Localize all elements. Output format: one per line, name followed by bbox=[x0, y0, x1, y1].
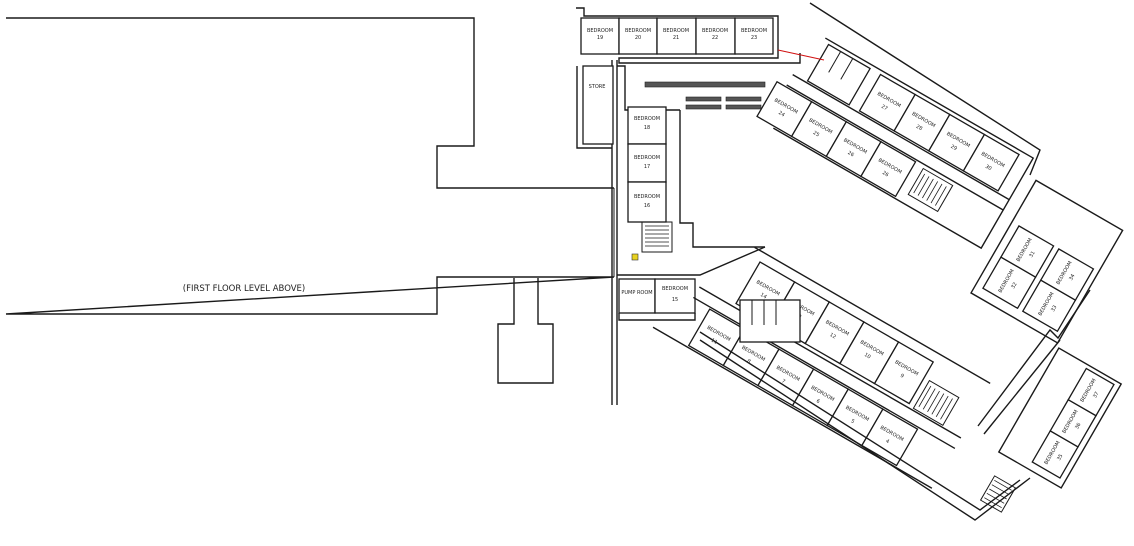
bedroom-15-number: 15 bbox=[672, 297, 678, 303]
red-line bbox=[777, 49, 825, 61]
bedroom-15-label: BEDROOM bbox=[662, 286, 688, 292]
bedroom-25-number: 25 bbox=[812, 130, 821, 138]
west-bedrooms: BEDROOM 18 BEDROOM 17 BEDROOM 16 bbox=[627, 106, 667, 223]
bedroom-9-number: 9 bbox=[899, 373, 905, 380]
bedroom-14-number: 14 bbox=[759, 292, 768, 300]
bedroom-29-number: 29 bbox=[949, 144, 958, 152]
bedroom-19-number: 19 bbox=[597, 35, 603, 41]
bedroom-26b-number: 26 bbox=[881, 170, 890, 178]
se-wing: BEDROOM 35 BEDROOM 36 BEDROOM 37 bbox=[997, 347, 1123, 489]
se-stair bbox=[979, 475, 1017, 513]
bedroom-17-label: BEDROOM bbox=[634, 155, 660, 161]
ne-wing: BEDROOM 27 BEDROOM 28 BEDROOM 29 BEDROOM… bbox=[756, 37, 1035, 250]
toilet-block bbox=[739, 299, 801, 343]
e-wing: BEDROOM 14 BEDROOM 13 BEDROOM 12 BEDROOM… bbox=[652, 246, 991, 489]
bedroom-5-number: 5 bbox=[850, 418, 856, 425]
bedroom-17-number: 17 bbox=[644, 164, 650, 170]
pump-room-label: PUMP ROOM bbox=[621, 290, 652, 296]
store-label: STORE bbox=[589, 84, 606, 90]
first-floor-outline bbox=[5, 17, 615, 384]
pump-room-block: PUMP ROOM BEDROOM 15 bbox=[618, 278, 696, 321]
bedroom-23-label: BEDROOM bbox=[741, 28, 767, 34]
bedroom-10-number: 10 bbox=[863, 352, 872, 360]
bedroom-23-number: 23 bbox=[751, 35, 757, 41]
west-stair bbox=[631, 221, 673, 261]
bedroom-8-number: 8 bbox=[746, 358, 752, 365]
north-bedrooms: BEDROOM 19 BEDROOM 20 BEDROOM 21 BEDROOM… bbox=[580, 17, 774, 55]
store-room bbox=[582, 65, 614, 145]
bedroom-16-label: BEDROOM bbox=[634, 194, 660, 200]
bedroom-18-label: BEDROOM bbox=[634, 116, 660, 122]
bedroom-27-number: 27 bbox=[880, 104, 889, 112]
bedroom-32-number: 32 bbox=[1010, 281, 1018, 290]
bedroom-16-number: 16 bbox=[644, 203, 650, 209]
bedroom-26-number: 26 bbox=[846, 150, 855, 158]
north-block-walls bbox=[576, 2, 1041, 248]
first-floor-label: (FIRST FLOOR LEVEL ABOVE) bbox=[183, 284, 306, 294]
bedroom-22-label: BEDROOM bbox=[702, 28, 728, 34]
bedroom-35-number: 35 bbox=[1056, 453, 1064, 462]
bedroom-18-number: 18 bbox=[644, 125, 650, 131]
bedroom-21-label: BEDROOM bbox=[663, 28, 689, 34]
east-wing: BEDROOM 32 BEDROOM 31 BEDROOM 33 BEDROOM… bbox=[970, 179, 1124, 344]
bedroom-19-label: BEDROOM bbox=[587, 28, 613, 34]
courtyard-vents bbox=[644, 81, 766, 110]
bedroom-34-number: 34 bbox=[1068, 273, 1076, 282]
bedroom-31-number: 31 bbox=[1028, 250, 1036, 259]
bedroom-21-number: 21 bbox=[673, 35, 679, 41]
bedroom-4-number: 4 bbox=[884, 438, 890, 445]
bedroom-12-number: 12 bbox=[828, 332, 837, 340]
bedroom-24-number: 24 bbox=[777, 110, 786, 118]
bedroom-33-number: 33 bbox=[1050, 304, 1058, 313]
bedroom-30-number: 30 bbox=[984, 164, 993, 172]
bedroom-37-number: 37 bbox=[1092, 391, 1100, 400]
bedroom-36-number: 36 bbox=[1074, 422, 1082, 431]
bedroom-28-number: 28 bbox=[915, 124, 924, 132]
bedroom-20-label: BEDROOM bbox=[625, 28, 651, 34]
bedroom-7-number: 7 bbox=[780, 378, 786, 385]
bedroom-22-number: 22 bbox=[712, 35, 718, 41]
bedroom-6-number: 6 bbox=[815, 398, 821, 405]
bedroom-20-number: 20 bbox=[635, 35, 641, 41]
